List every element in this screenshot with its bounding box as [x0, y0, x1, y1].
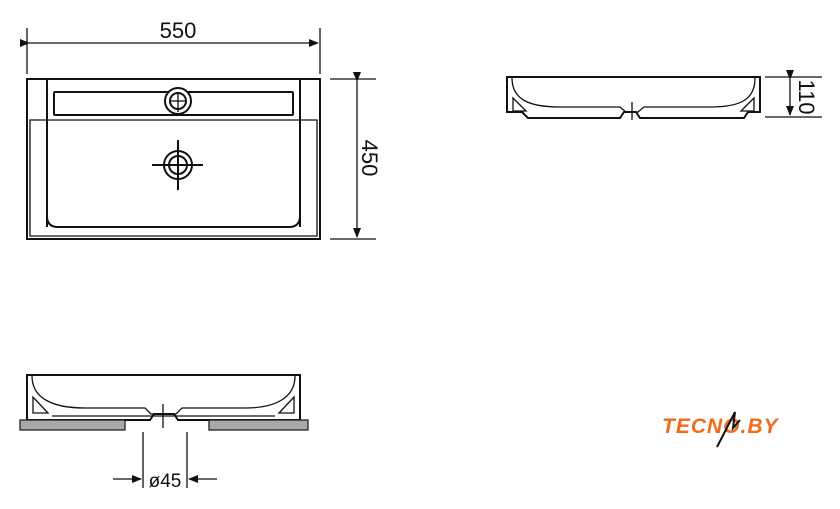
countertop-left: [19, 419, 126, 431]
width-label: 550: [160, 18, 197, 43]
basin-rim: [29, 119, 318, 237]
basin-bowl-bottom: [46, 215, 301, 228]
logo-text: TECNO.BY: [662, 415, 780, 438]
side-bowl-curve: [511, 77, 756, 113]
basin-outline: [26, 78, 321, 240]
countertop-right: [208, 419, 309, 431]
depth-label: 450: [357, 140, 382, 177]
side-view: 110: [506, 70, 822, 120]
front-view: ø45: [19, 374, 309, 492]
drain-diameter-label: ø45: [149, 471, 182, 492]
top-view: 550 450: [20, 18, 382, 240]
tecno-by-logo: TECNO.BY: [662, 411, 780, 448]
height-label: 110: [794, 79, 819, 114]
